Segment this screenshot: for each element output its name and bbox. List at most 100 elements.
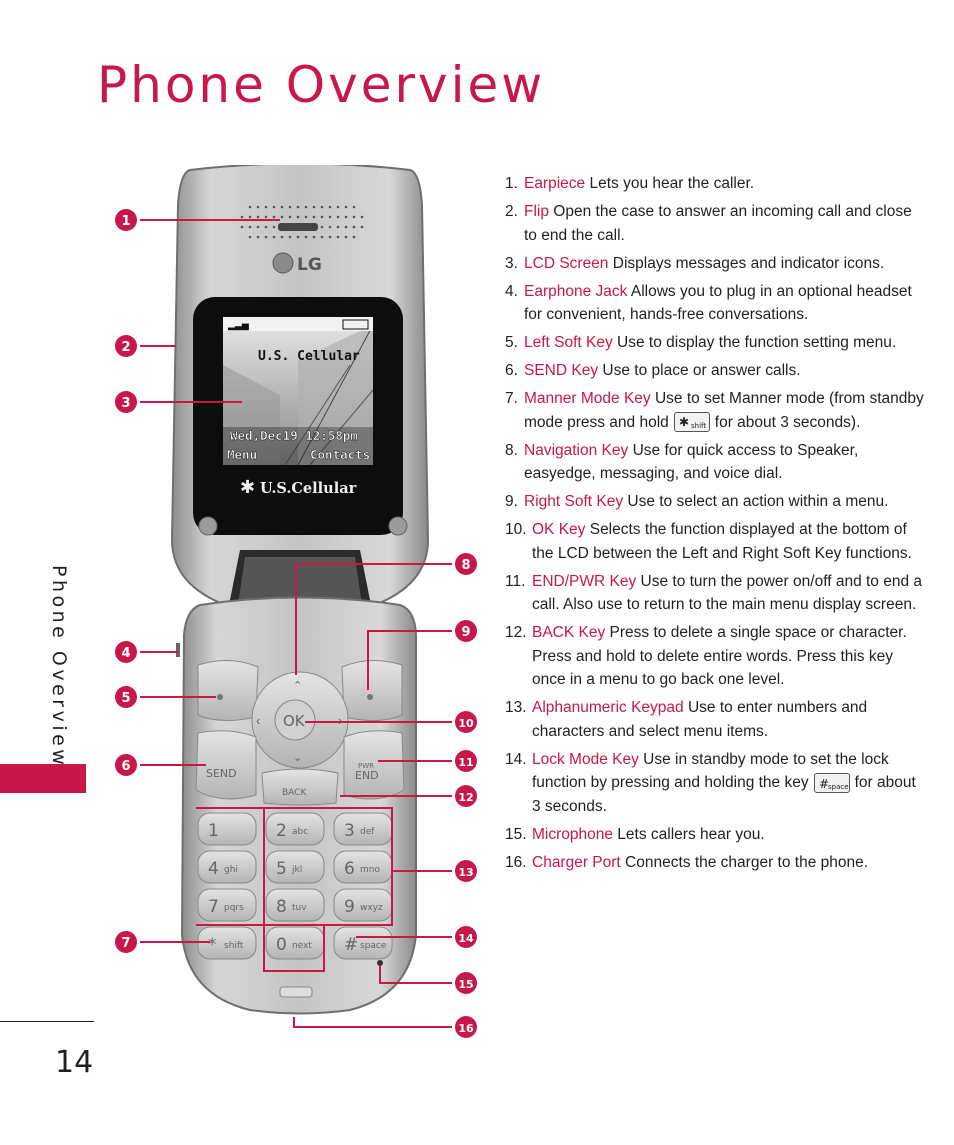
- keypad-letters: tuv: [292, 903, 307, 913]
- item-number: 2.: [505, 203, 518, 220]
- item-description: Press to delete a single space or charac…: [532, 624, 907, 688]
- svg-text:⌄: ⌄: [293, 752, 302, 764]
- item-number: 7.: [505, 390, 518, 407]
- item-term: Charger Port: [532, 853, 621, 871]
- component-item-8: 8.Navigation Key Use for quick access to…: [505, 439, 925, 486]
- component-item-16: 16.Charger Port Connects the charger to …: [505, 851, 925, 875]
- page-title: Phone Overview: [97, 56, 546, 114]
- send-key-label: SEND: [206, 767, 237, 780]
- component-item-1: 1.Earpiece Lets you hear the caller.: [505, 172, 925, 196]
- svg-text:✱: ✱: [679, 415, 689, 429]
- item-term: Alphanumeric Keypad: [532, 699, 684, 716]
- keypad-digit: #: [344, 935, 358, 955]
- callout-2: 2: [115, 335, 137, 357]
- item-number: 1.: [505, 175, 518, 192]
- item-description: Use to turn the power on/off and to end …: [532, 572, 923, 614]
- keypad-letters: jkl: [291, 865, 302, 875]
- svg-text:14: 14: [458, 932, 474, 945]
- component-item-12: 12.BACK Key Press to delete a single spa…: [505, 621, 925, 692]
- component-item-15: 15.Microphone Lets callers hear you.: [505, 823, 925, 847]
- left-soft-key[interactable]: [197, 660, 259, 721]
- item-number: 14.: [505, 750, 527, 768]
- item-description: Use to place or answer calls.: [598, 362, 801, 379]
- svg-text:11: 11: [458, 756, 473, 769]
- callout-16: 16: [455, 1016, 477, 1038]
- item-term: Manner Mode Key: [524, 390, 651, 407]
- callout-6: 6: [115, 754, 137, 776]
- back-key[interactable]: [261, 768, 339, 806]
- item-term: END/PWR Key: [532, 572, 637, 590]
- item-description: Use to enter numbers and characters and …: [532, 699, 868, 740]
- ok-key-label: OK: [283, 712, 306, 730]
- item-description: Lets you hear the caller.: [585, 175, 755, 192]
- item-term: Earphone Jack: [524, 282, 628, 300]
- brand-text: LG: [297, 255, 322, 275]
- end-key-label: END: [355, 769, 379, 782]
- keypad-letters: mno: [360, 865, 380, 875]
- svg-text:16: 16: [458, 1022, 474, 1035]
- item-number: 9.: [505, 493, 518, 510]
- callout-1: 1: [115, 209, 137, 231]
- lg-logo: LG: [272, 252, 322, 275]
- item-number: 13.: [505, 699, 527, 716]
- callout-15: 15: [455, 972, 477, 994]
- callout-12: 12: [455, 785, 477, 807]
- keypad-letters: shift: [224, 941, 244, 951]
- ok-key[interactable]: [274, 699, 316, 741]
- item-description: Open the case to answer an incoming call…: [524, 203, 912, 244]
- phone-flip: LG ▂▃▅ U.S. Cellular Wed,Dec19 12:58pm M…: [170, 165, 430, 616]
- lcd-screen: ▂▃▅ U.S. Cellular Wed,Dec19 12:58pm Menu…: [223, 317, 374, 466]
- lcd-right-soft-label: Contacts: [310, 447, 370, 462]
- page-number: 14: [55, 1045, 94, 1080]
- svg-text:8: 8: [461, 558, 470, 573]
- bezel-logo-text: U.S.Cellular: [260, 480, 357, 497]
- svg-text:‹: ‹: [256, 713, 260, 728]
- svg-text:10: 10: [458, 717, 474, 730]
- item-number: 11.: [505, 572, 526, 590]
- item-term: Flip: [524, 203, 549, 220]
- keypad-digit: 1: [208, 821, 219, 841]
- callout-13: 13: [455, 860, 477, 882]
- lcd-datetime: Wed,Dec19 12:58pm: [230, 428, 358, 443]
- keypad-digit: 3: [344, 821, 355, 841]
- lcd-left-soft-label: Menu: [227, 447, 257, 462]
- svg-text:⌃: ⌃: [293, 680, 302, 692]
- callout-8: 8: [455, 553, 477, 575]
- item-number: 15.: [505, 825, 527, 843]
- svg-text:12: 12: [458, 791, 473, 804]
- keypad-key-12[interactable]: #space: [333, 926, 393, 960]
- item-description: Use to set Manner mode (from standby mod…: [524, 390, 924, 431]
- svg-text:2: 2: [121, 340, 130, 355]
- keypad-digit: 9: [344, 897, 355, 917]
- component-item-10: 10.OK Key Selects the function displayed…: [505, 518, 925, 565]
- svg-text:1: 1: [121, 214, 130, 229]
- keypad-letters: next: [292, 941, 312, 951]
- callout-10: 10: [455, 711, 477, 733]
- callout-5: 5: [115, 686, 137, 708]
- item-number: 12.: [505, 624, 527, 641]
- item-description-end: for about 3 seconds.: [532, 774, 916, 815]
- item-term: SEND Key: [524, 362, 599, 379]
- callout-4: 4: [115, 641, 137, 663]
- component-item-5: 5.Left Soft Key Use to display the funct…: [505, 331, 925, 355]
- callout-7: 7: [115, 931, 137, 953]
- item-number: 10.: [505, 521, 527, 538]
- item-number: 16.: [505, 853, 527, 871]
- side-section-label: Phone Overview: [48, 565, 70, 769]
- svg-text:space: space: [828, 783, 849, 791]
- footer-rule: [0, 1021, 94, 1022]
- keypad-letters: def: [360, 827, 375, 837]
- send-key[interactable]: [195, 730, 257, 800]
- item-term: Lock Mode Key: [532, 750, 639, 768]
- keypad-key-3[interactable]: 3 def: [333, 812, 393, 846]
- keypad-key-1[interactable]: 1: [197, 812, 257, 846]
- right-soft-key[interactable]: [341, 660, 403, 721]
